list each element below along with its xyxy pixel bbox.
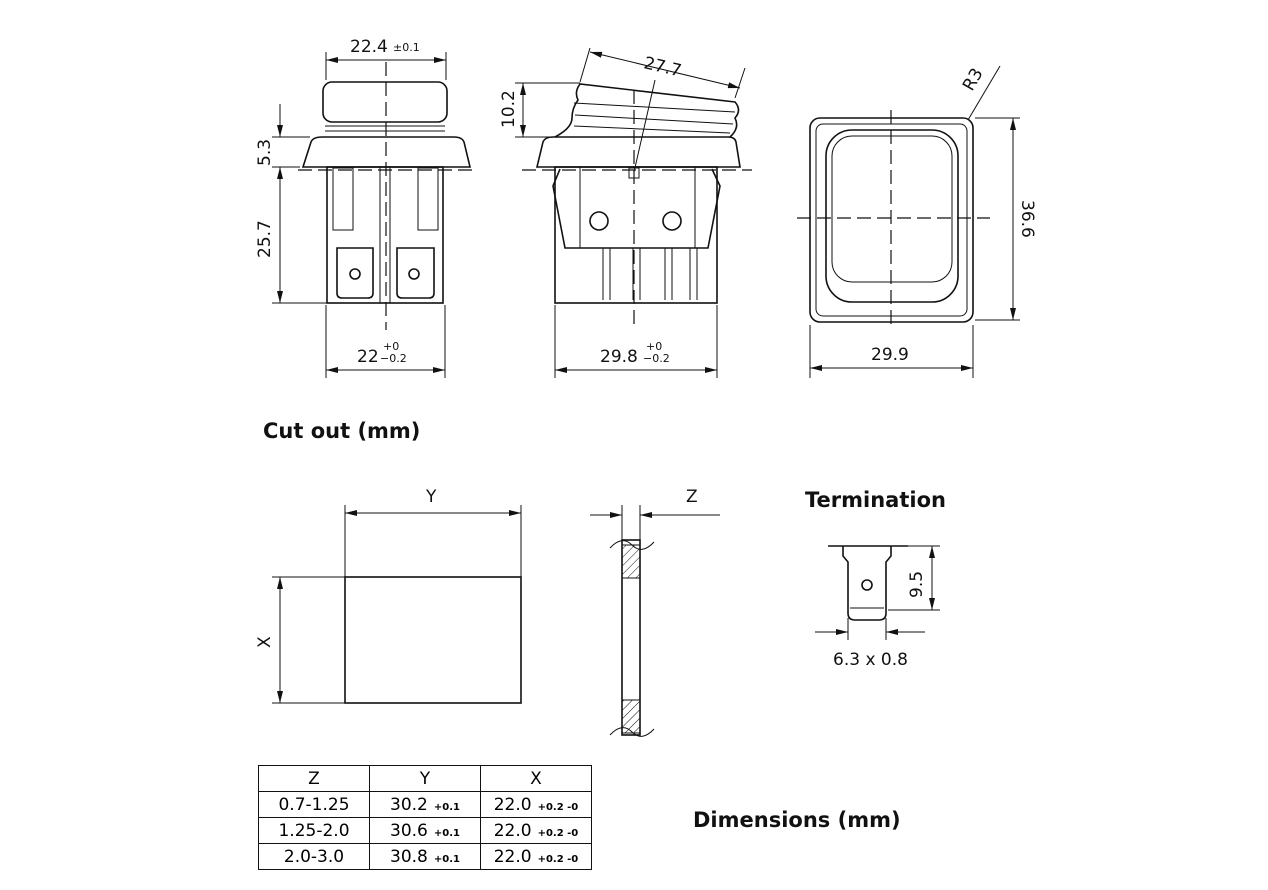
cutout-label-x: X (255, 636, 275, 648)
x-tol: +0.2 -0 (537, 827, 579, 839)
x-value: 22.0 (493, 794, 532, 815)
termination-size: 6.3 x 0.8 (833, 650, 908, 670)
y-tol: +0.1 (433, 827, 460, 839)
dim-top-height: 36.6 (1017, 200, 1037, 238)
dim-tol-lower: −0.2 (380, 352, 407, 365)
dim-tol-upper: +0 (383, 340, 399, 353)
cell-y: 30.2 +0.1 (369, 791, 481, 818)
dim-width-bottom: 22 (357, 347, 379, 367)
dim-tol-upper: +0 (646, 340, 662, 353)
dim-top-width: 29.9 (871, 345, 909, 365)
table-row: 2.0-3.0 30.8 +0.1 22.0 +0.2 -0 (258, 843, 592, 870)
header-x: X (480, 765, 592, 792)
cell-y: 30.8 +0.1 (369, 843, 481, 870)
dim-radius: R3 (959, 65, 988, 95)
y-value: 30.8 (390, 846, 428, 867)
cutout-title: Cut out (mm) (263, 419, 420, 443)
y-tol: +0.1 (433, 853, 460, 865)
top-view: R3 36.6 29.9 (797, 65, 1037, 378)
dim-bezel-height: 5.3 (255, 139, 275, 166)
dim-width-top-tol: ±0.1 (393, 41, 420, 54)
cell-x: 22.0 +0.2 -0 (480, 843, 592, 870)
termination-title: Termination (805, 488, 946, 512)
x-value: 22.0 (493, 820, 532, 841)
termination-height: 9.5 (907, 571, 927, 598)
dim-width-top: 22.4 (350, 37, 388, 57)
cutout-dimension-table: Z Y X 0.7-1.25 30.2 +0.1 22.0 +0.2 -0 1.25… (258, 765, 592, 870)
side-view: 27.7 10.2 29.8 +0 −0.2 (499, 47, 752, 378)
dim-body-height: 25.7 (255, 220, 275, 258)
y-tol: +0.1 (433, 801, 460, 813)
cutout-label-z: Z (686, 487, 698, 507)
y-value: 30.2 (390, 794, 428, 815)
header-z: Z (258, 765, 370, 792)
dim-tol-lower: −0.2 (643, 352, 670, 365)
dim-rocker-length: 27.7 (642, 53, 683, 81)
dimensions-title: Dimensions (mm) (693, 808, 901, 832)
cell-x: 22.0 +0.2 -0 (480, 817, 592, 844)
cell-y: 30.6 +0.1 (369, 817, 481, 844)
dim-side-width: 29.8 (600, 347, 638, 367)
table-row: 0.7-1.25 30.2 +0.1 22.0 +0.2 -0 (258, 791, 592, 818)
dim-rocker-height: 10.2 (499, 90, 519, 128)
x-value: 22.0 (493, 846, 532, 867)
table-header-row: Z Y X (258, 765, 592, 792)
cell-x: 22.0 +0.2 -0 (480, 791, 592, 818)
cutout-label-y: Y (425, 487, 437, 507)
cutout-drawing: Y X Z (255, 487, 720, 737)
table-row: 1.25-2.0 30.6 +0.1 22.0 +0.2 -0 (258, 817, 592, 844)
termination-drawing: 9.5 6.3 x 0.8 (815, 545, 940, 670)
cell-z: 2.0-3.0 (258, 843, 370, 870)
y-value: 30.6 (390, 820, 428, 841)
header-y: Y (369, 765, 481, 792)
cell-z: 0.7-1.25 (258, 791, 370, 818)
x-tol: +0.2 -0 (537, 853, 579, 865)
x-tol: +0.2 -0 (537, 801, 579, 813)
front-view: 22.4 ±0.1 5.3 25.7 22 +0 −0.2 (255, 37, 476, 378)
cell-z: 1.25-2.0 (258, 817, 370, 844)
